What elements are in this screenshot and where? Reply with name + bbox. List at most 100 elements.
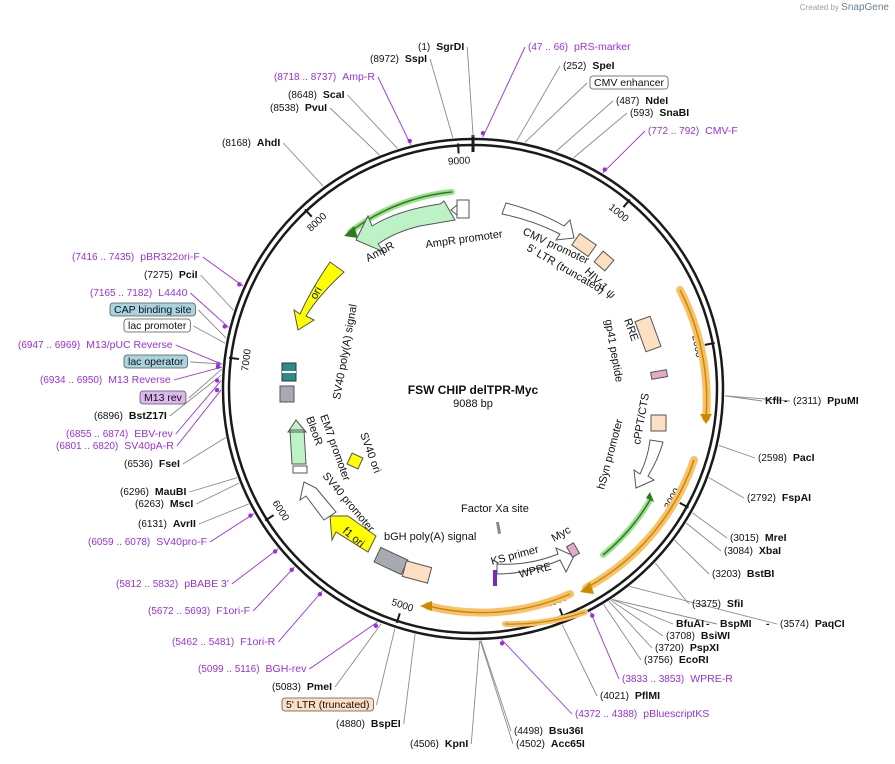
bsiwi-position: (3708): [666, 631, 695, 642]
cmv-f-leader: [602, 130, 646, 174]
m13-rev-name: M13 rev: [144, 392, 183, 404]
spei-label: (252)SpeI: [563, 60, 615, 72]
pspxi-position: (3720): [655, 643, 684, 654]
wpre-r-marker: [590, 613, 595, 618]
ltr-trunc-box-box: [281, 697, 374, 712]
cap-binding-site-name: CAP binding site: [114, 304, 192, 316]
sfii-position: (3375): [692, 599, 721, 610]
paci-label: (2598) PacI: [758, 452, 815, 464]
pbr322ori-f-name: pBR322ori-F: [140, 251, 200, 263]
bstbi-position: (3203): [712, 569, 741, 580]
pcii-leader: [200, 274, 234, 311]
cmv-promoter-feature: [501, 202, 575, 241]
orange-feature-arc-2-core: [585, 459, 695, 589]
ahdi-position: (8168): [222, 138, 251, 149]
bspmi-dash: -: [766, 618, 770, 630]
tick-mark: [228, 356, 240, 361]
paqci-leader: [629, 585, 778, 625]
bgh-rev-position: (5099 .. 5116): [198, 664, 260, 675]
sv40-promoter-feature: [299, 481, 337, 521]
myc-label: Myc: [550, 524, 574, 545]
sv40pa-r-leader: [176, 389, 222, 447]
tick-label: 9000: [448, 155, 471, 167]
sv40-polya-label: SV40 poly(A) signal: [331, 303, 360, 400]
f1ori-f-position: (5672 .. 5693): [148, 606, 210, 617]
bstbi-leader: [674, 539, 710, 575]
ndei-name: NdeI: [645, 95, 668, 107]
prs-marker-position: (47 .. 66): [528, 42, 568, 53]
snabi-name: SnaBI: [659, 107, 689, 119]
sv40pa-r-marker: [214, 387, 220, 393]
xbai-leader: [686, 522, 722, 552]
xbai-position: (3084): [724, 546, 753, 557]
bsu36i-name: Bsu36I: [549, 725, 584, 737]
kpni-position: (4506): [410, 739, 439, 750]
maubi-label: (6296)MauBI: [120, 486, 186, 498]
lac-operator-leader: [190, 361, 223, 365]
ltr-trunc-box-leader: [376, 628, 396, 706]
ampr-primer-position: (8718 .. 8737): [274, 72, 336, 83]
orange-feature-arc-4-core: [504, 611, 586, 625]
sv40pa-r-name: SV40pA-R: [124, 440, 174, 452]
avrii-label: (6131)AvrII: [138, 518, 196, 530]
tick-mark: [457, 143, 460, 154]
pbabe3-label: (5812 .. 5832)pBABE 3': [116, 578, 229, 590]
sgrdi-label: (1)SgrDI: [418, 41, 464, 53]
paci-leader: [718, 444, 756, 459]
bsiwi-label: (3708)BsiWI: [666, 630, 730, 642]
maubi-position: (6296): [120, 487, 149, 498]
msei-position: (3015): [730, 533, 759, 544]
em7-feature: [292, 465, 308, 474]
ndei-position: (487): [616, 96, 639, 107]
bspei-label: (4880)BspEI: [336, 718, 401, 730]
bsu36i-label: (4498)Bsu36I: [514, 725, 583, 737]
kfli-label: KflI: [765, 395, 782, 407]
ltr-trunc-box-label: 5' LTR (truncated): [281, 697, 374, 712]
orange-arrowhead-1: [700, 414, 712, 424]
bgh-rev-label: (5099 .. 5116)BGH-rev: [198, 663, 307, 675]
ampr-promoter-arrow: [450, 203, 458, 217]
bstz17i-label: (6896)BstZ17I: [94, 410, 167, 422]
paci-position: (2598): [758, 453, 787, 464]
ecori-label: (3756)EcoRI: [644, 654, 709, 666]
prs-marker-label: (47 .. 66)pRS-marker: [528, 41, 631, 53]
scai-leader: [347, 94, 398, 149]
sv40pro-f-label: (6059 .. 6078)SV40pro-F: [88, 536, 207, 548]
wpre-r-leader: [589, 611, 620, 680]
ndei-leader: [555, 100, 614, 152]
label-leaders: [169, 46, 791, 745]
acc65i-label: (4502)Acc65I: [516, 738, 585, 750]
acc65i-name: Acc65I: [551, 738, 585, 750]
msei-leader: [692, 512, 728, 539]
cmv-f-position: (772 .. 792): [648, 126, 699, 137]
tick-mark: [622, 198, 631, 208]
orange-arrowhead-3: [420, 601, 432, 611]
l4440-label: (7165 .. 7182)L4440: [90, 287, 188, 299]
wpre-r-name: WPRE-R: [690, 673, 733, 685]
pbabe3-name: pBABE 3': [184, 578, 229, 590]
pbluescriptks-name: pBluescriptKS: [643, 708, 709, 720]
bgh-feature-peach: [401, 560, 433, 584]
f1ori-r-position: (5462 .. 5481): [172, 637, 234, 648]
lac-promoter-box: [123, 318, 191, 333]
msei-name: MreI: [765, 532, 787, 544]
bstz17i-name: BstZ17I: [129, 410, 167, 422]
ebv-rev-marker: [214, 378, 220, 383]
pflmi-name: PflMI: [635, 690, 660, 702]
snabi-position: (593): [630, 108, 653, 119]
ori-feature: [293, 261, 345, 331]
pbr322ori-f-position: (7416 .. 7435): [72, 252, 134, 263]
paci-name: PacI: [793, 452, 815, 464]
sspi-name: SspI: [405, 53, 427, 65]
f1ori-r-leader: [277, 590, 323, 643]
ebv-rev-position: (6855 .. 6874): [66, 429, 128, 440]
cmv-f-marker: [602, 167, 607, 172]
sv40pro-f-name: SV40pro-F: [156, 536, 207, 548]
ndei-label: (487) NdeI: [616, 95, 668, 107]
f1ori-r-marker: [317, 591, 323, 597]
fspai-name: FspAI: [782, 492, 811, 504]
kfli-name: KflI: [765, 395, 782, 407]
xbai-label: (3084)XbaI: [724, 545, 781, 557]
pbr322ori-f-leader: [202, 256, 244, 287]
tick-mark: [264, 514, 275, 522]
